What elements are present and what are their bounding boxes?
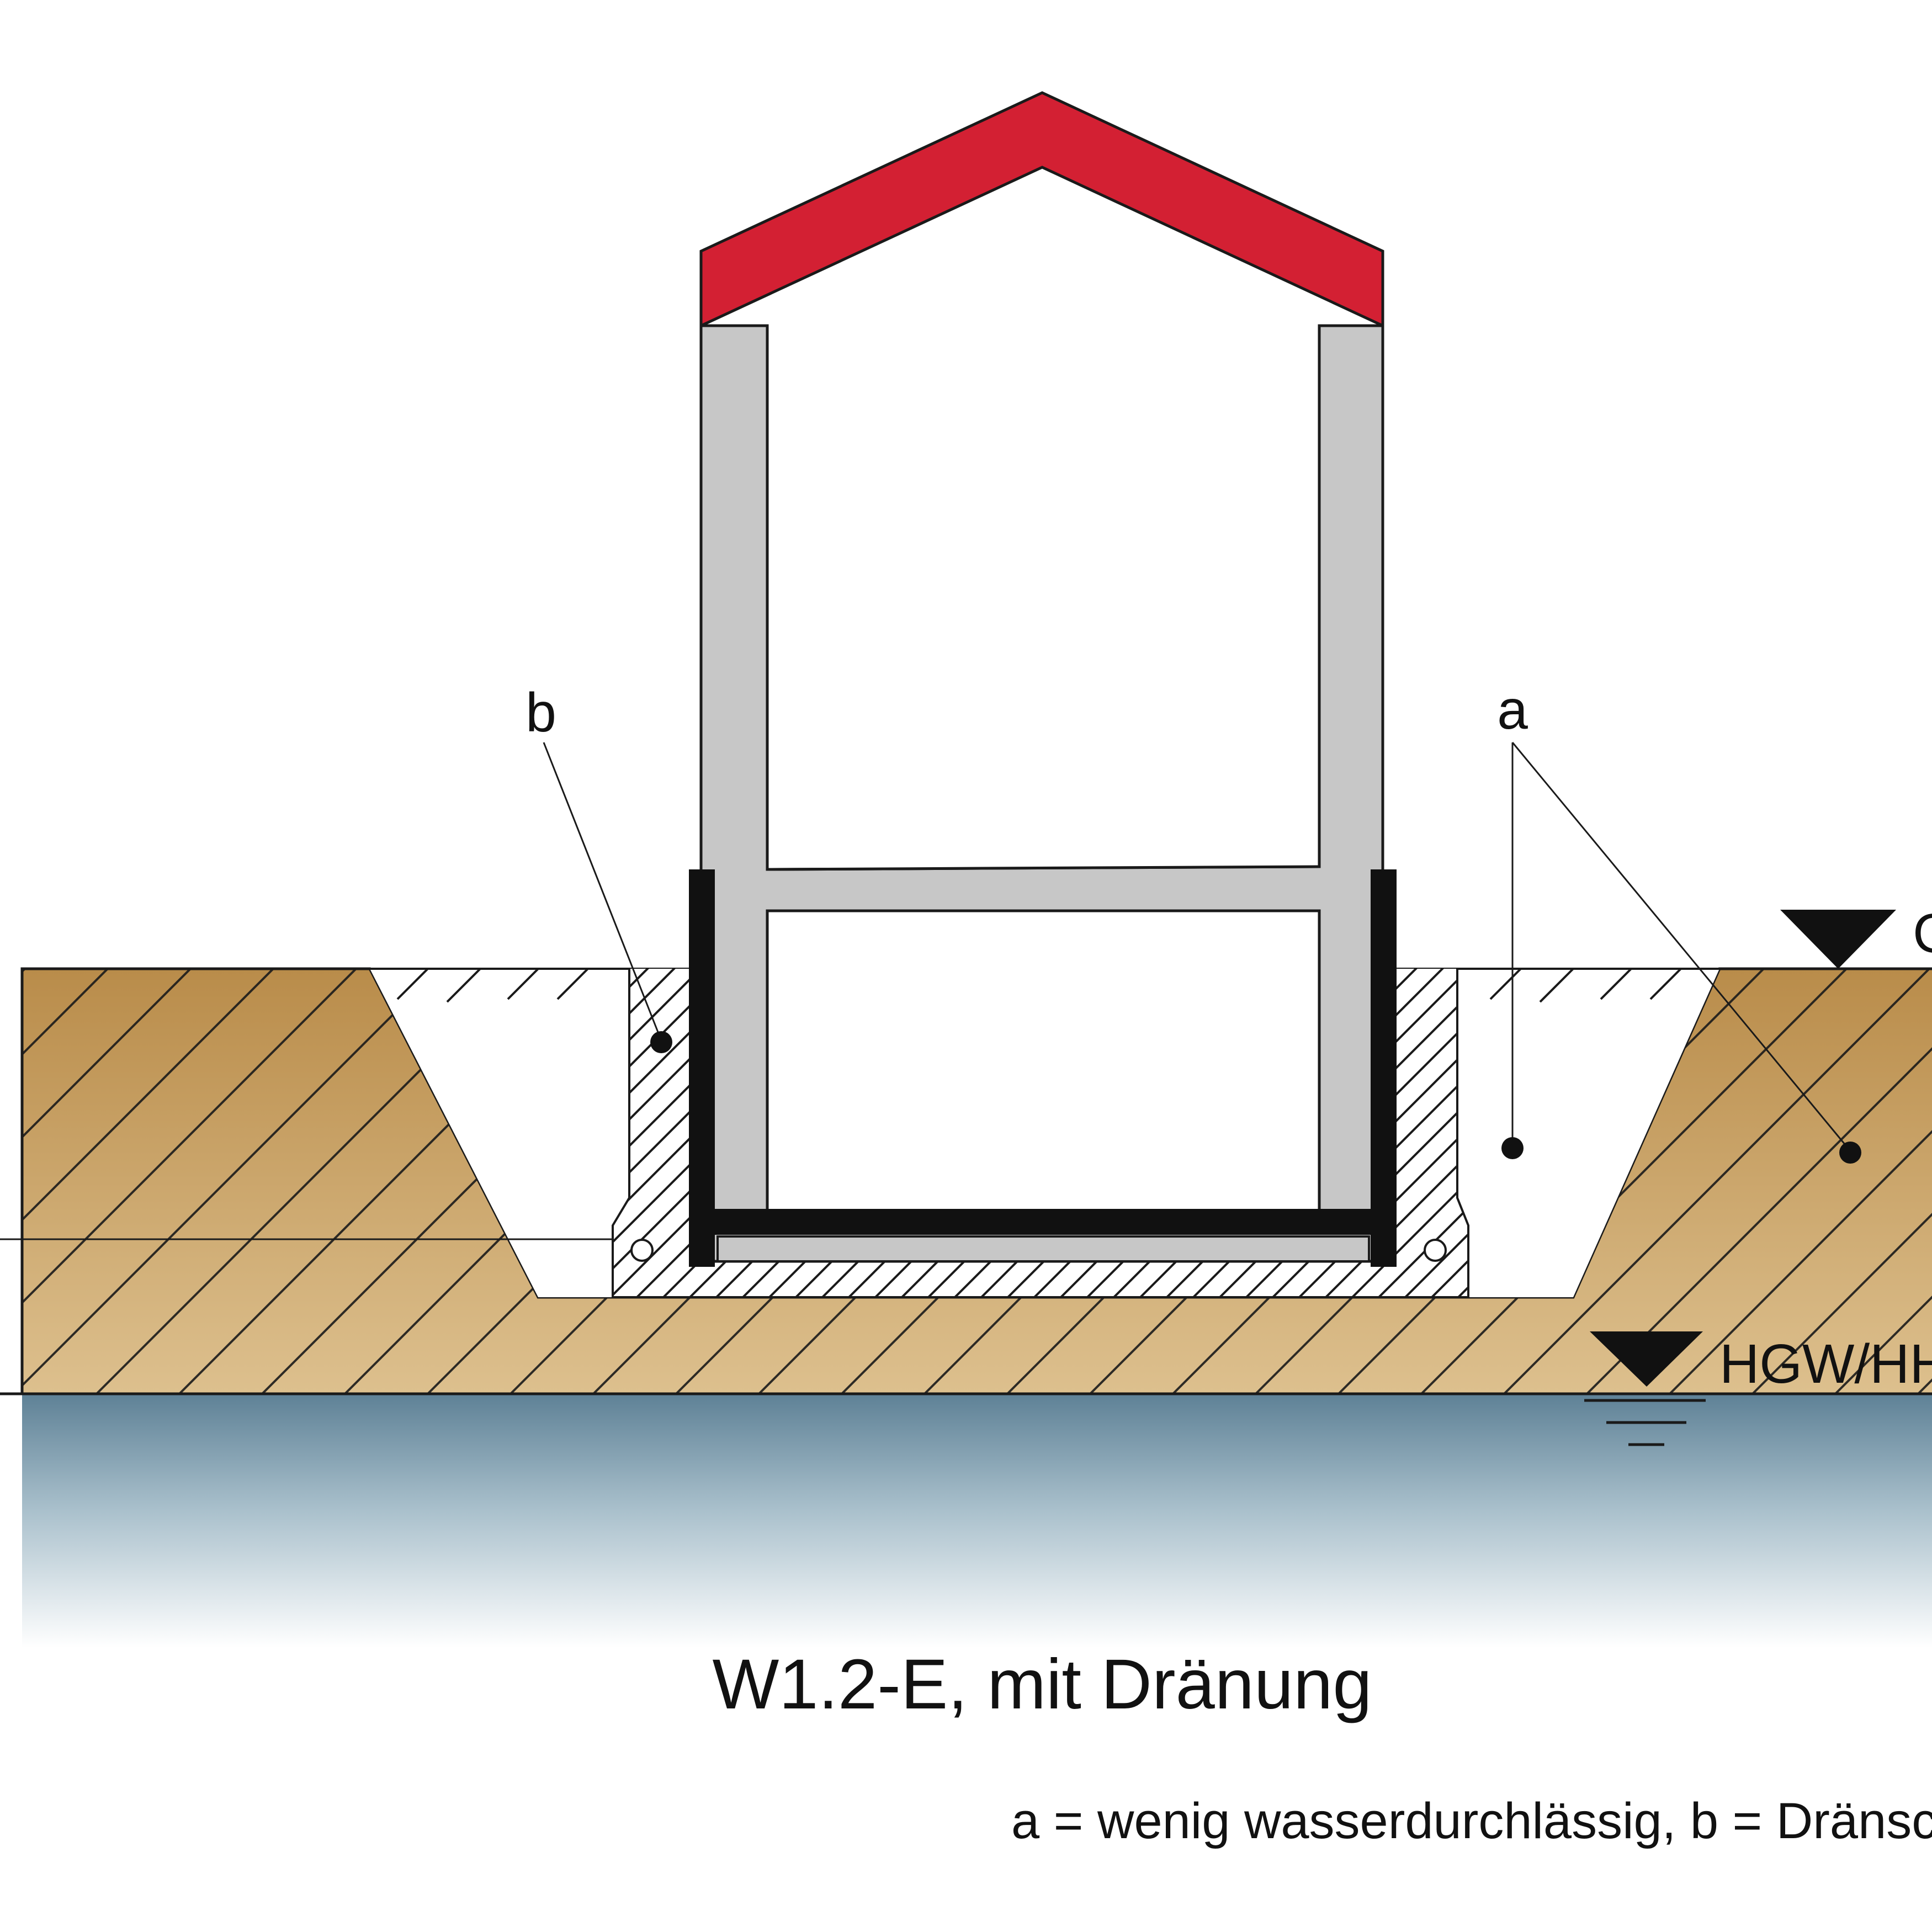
level-label-top: GOK [1913,903,1932,964]
groundwater-level-marker [1584,1331,1706,1446]
waterproofing-sealing [689,869,1397,1267]
water-level-marker-icon [1590,1331,1703,1387]
leader-dot-icon [650,1031,672,1053]
basement-room [766,909,1321,1216]
roof [699,91,1384,328]
drain-pipe-icon [630,1239,654,1262]
leader-dot-icon [1501,1137,1524,1159]
floor-slab [716,1235,1370,1262]
water-level-marker-icon [1780,910,1896,969]
drain-pipe-icon [1424,1239,1447,1262]
label-a: a [1497,679,1528,741]
level-label-bottom: HGW/HHW [1719,1333,1932,1395]
leader-lines [543,742,1851,1151]
label-b: b [526,682,556,744]
upper-room [767,326,1319,868]
diagram-caption: W1.2-E, mit Dränung [712,1645,1372,1724]
building-structure [699,324,1384,1263]
groundwater-zone [22,1394,1932,1648]
leader-dot-icon [1839,1142,1861,1164]
diagram-legend: a = wenig wasserdurchlässig, b = Dränsch… [1011,1793,1932,1849]
